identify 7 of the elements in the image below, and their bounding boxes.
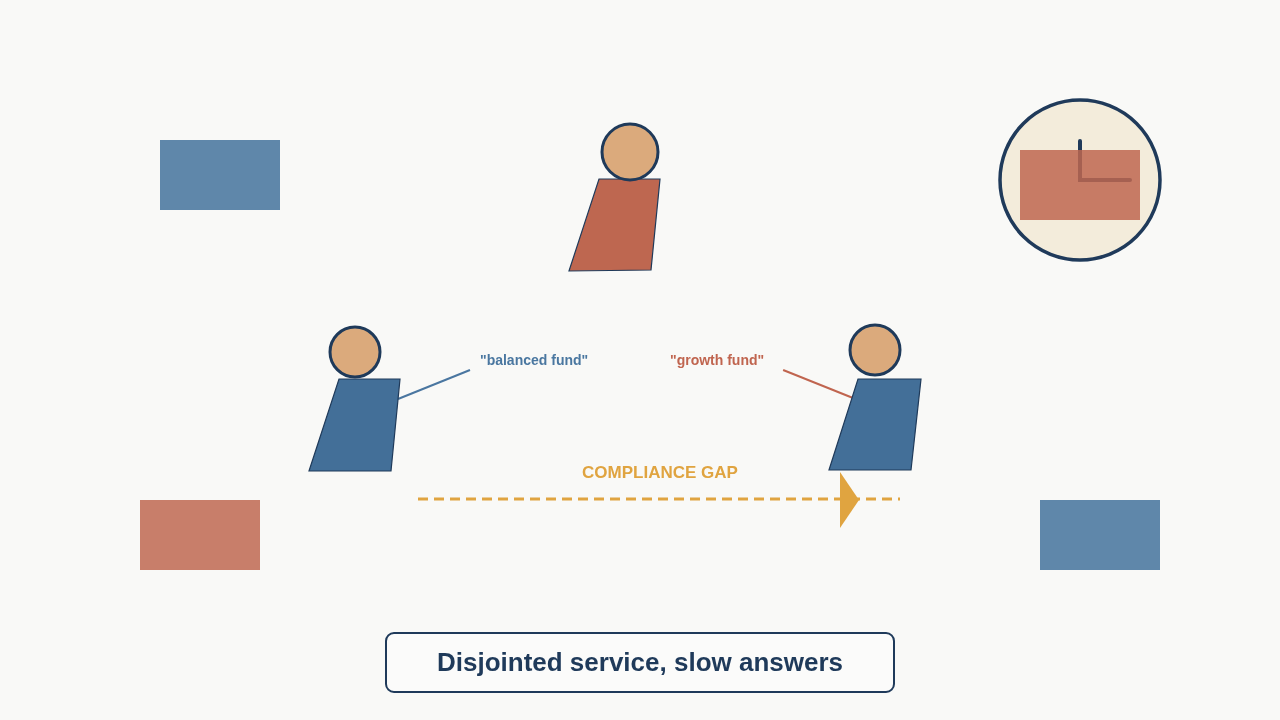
summary-banner: Disjointed service, slow answers <box>385 632 895 693</box>
gap-label: COMPLIANCE GAP <box>582 463 738 483</box>
person-figure <box>827 323 923 472</box>
quote-label: "growth fund" <box>670 351 765 369</box>
person-figure <box>307 324 403 473</box>
person-figure <box>567 122 663 273</box>
quote-label: "balanced fund" <box>480 351 589 369</box>
